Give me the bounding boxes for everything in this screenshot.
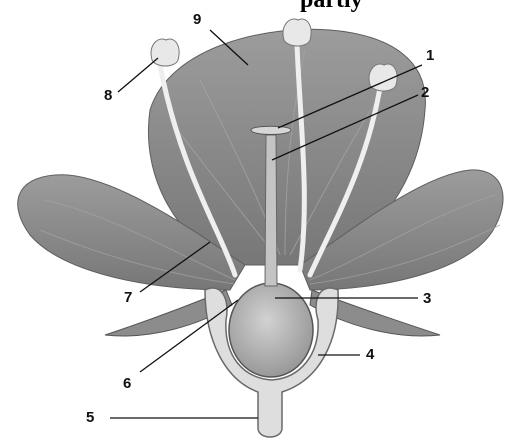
ovary: [229, 283, 313, 377]
label-4: 4: [366, 347, 374, 362]
label-8: 8: [104, 88, 112, 103]
label-6: 6: [123, 376, 131, 391]
stigma: [251, 126, 291, 134]
label-2: 2: [421, 85, 429, 100]
anther-middle: [283, 19, 311, 46]
style: [265, 135, 277, 286]
anther-left: [151, 39, 179, 66]
label-7: 7: [124, 290, 132, 305]
label-1: 1: [426, 48, 434, 63]
leader-8: [118, 58, 158, 92]
label-5: 5: [86, 410, 94, 425]
label-3: 3: [423, 291, 431, 306]
label-9: 9: [193, 12, 201, 27]
